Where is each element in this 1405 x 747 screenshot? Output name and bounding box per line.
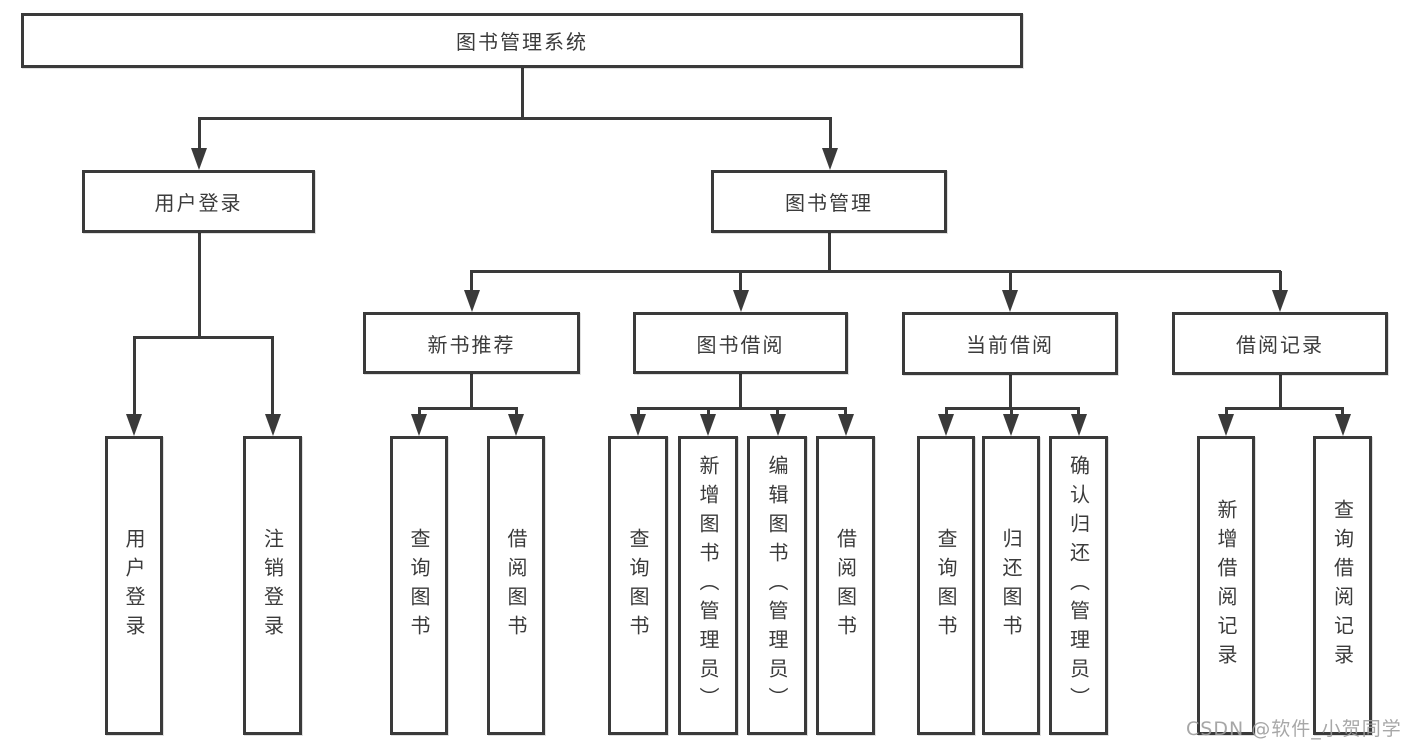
- leaf-query-borrow-record-label: 查询借阅记录: [1330, 498, 1355, 673]
- leaf-query-books-current-label: 查询图书: [934, 527, 958, 644]
- connector-drop-leaf: [1009, 408, 1013, 417]
- leaf-user-login-label: 用户登录: [122, 527, 146, 644]
- node-user-login: 用户登录: [82, 170, 315, 233]
- leaf-borrow-books: 借阅图书: [816, 436, 875, 735]
- arrow-down-icon: [732, 290, 749, 312]
- node-user-login-label: 用户登录: [154, 191, 243, 215]
- leaf-query-books-borrow: 查询图书: [608, 436, 668, 735]
- connector-drop-leaf: [1224, 408, 1228, 417]
- leaf-logout-label: 注销登录: [260, 527, 285, 644]
- connector-drop-leaf: [844, 408, 847, 417]
- connector-records-stem: [1278, 375, 1282, 409]
- leaf-query-books-recommend: 查询图书: [390, 436, 448, 735]
- arrow-down-icon: [837, 414, 854, 436]
- connector-userlogin-bus: [132, 335, 274, 339]
- connector-current-stem: [1008, 375, 1012, 409]
- arrow-down-icon: [126, 414, 142, 436]
- connector-bookmgmt-bus: [470, 269, 1281, 273]
- connector-root-bus: [197, 116, 832, 120]
- connector-drop-leaf: [776, 408, 779, 417]
- connector-drop-leaf: [636, 408, 640, 417]
- node-borrow-records-label: 借阅记录: [1236, 333, 1324, 357]
- connector-drop-leaf: [417, 408, 421, 417]
- connector-userlogin-stem: [197, 233, 201, 338]
- leaf-query-borrow-record: 查询借阅记录: [1313, 436, 1372, 735]
- arrow-down-icon: [1272, 290, 1288, 312]
- arrow-down-icon: [411, 414, 427, 436]
- arrow-down-icon: [938, 414, 954, 436]
- connector-borrow-bus: [636, 406, 847, 410]
- connector-drop-leaf: [1341, 408, 1344, 417]
- leaf-query-books-recommend-label: 查询图书: [407, 527, 431, 644]
- node-current-borrow-label: 当前借阅: [966, 333, 1054, 357]
- connector-drop-leaf: [706, 408, 710, 417]
- connector-drop-leaf: [944, 408, 948, 417]
- connector-drop-book-mgmt: [828, 118, 832, 151]
- leaf-borrow-books-recommend-label: 借阅图书: [504, 527, 528, 644]
- connector-drop-leaf: [514, 408, 518, 417]
- connector-newbook-stem: [470, 374, 473, 409]
- node-book-management-label: 图书管理: [785, 191, 873, 215]
- arrow-down-icon: [191, 148, 207, 170]
- node-new-book-recommend-label: 新书推荐: [427, 332, 516, 357]
- arrow-down-icon: [1003, 414, 1019, 436]
- connector-newbook-bus: [417, 406, 518, 410]
- connector-drop-level3: [739, 271, 742, 293]
- arrow-down-icon: [508, 414, 524, 436]
- leaf-add-book-admin-label: 新增图书（管理员）: [696, 455, 720, 716]
- connector-drop-level3: [1008, 271, 1012, 293]
- arrow-down-icon: [1218, 414, 1234, 436]
- leaf-return-books-label: 归还图书: [999, 527, 1023, 644]
- connector-bookmgmt-stem: [827, 233, 831, 272]
- node-new-book-recommend: 新书推荐: [363, 312, 580, 374]
- arrow-down-icon: [1334, 414, 1351, 436]
- arrow-down-icon: [1070, 414, 1087, 436]
- arrow-down-icon: [822, 148, 838, 170]
- leaf-logout: 注销登录: [243, 436, 302, 735]
- arrow-down-icon: [1002, 290, 1018, 312]
- connector-drop-user-login: [197, 118, 201, 151]
- node-root: 图书管理系统: [21, 13, 1023, 68]
- leaf-borrow-books-recommend: 借阅图书: [487, 436, 545, 735]
- connector-records-bus: [1224, 406, 1344, 410]
- arrow-down-icon: [463, 290, 480, 312]
- leaf-confirm-return-admin: 确认归还（管理员）: [1049, 436, 1108, 735]
- connector-drop-level3: [1278, 271, 1282, 293]
- node-current-borrow: 当前借阅: [902, 312, 1118, 375]
- node-book-borrow-label: 图书借阅: [696, 332, 785, 357]
- leaf-user-login: 用户登录: [105, 436, 163, 735]
- leaf-edit-book-admin: 编辑图书（管理员）: [747, 436, 807, 735]
- leaf-query-books-borrow-label: 查询图书: [626, 527, 650, 644]
- csdn-watermark: CSDN @软件_小贺同学: [1186, 718, 1402, 740]
- node-root-label: 图书管理系统: [456, 30, 588, 54]
- leaf-edit-book-admin-label: 编辑图书（管理员）: [765, 455, 789, 716]
- connector-drop-level3: [470, 271, 473, 293]
- connector-drop-leaf: [271, 337, 274, 417]
- leaf-confirm-return-admin-label: 确认归还（管理员）: [1066, 455, 1091, 716]
- arrow-down-icon: [630, 414, 646, 436]
- node-book-management: 图书管理: [711, 170, 947, 233]
- leaf-query-books-current: 查询图书: [917, 436, 975, 735]
- connector-drop-leaf: [1077, 408, 1080, 417]
- leaf-add-book-admin: 新增图书（管理员）: [678, 436, 738, 735]
- connector-borrow-stem: [739, 374, 742, 409]
- leaf-borrow-books-label: 借阅图书: [833, 527, 858, 644]
- connector-drop-leaf: [132, 337, 136, 417]
- node-book-borrow: 图书借阅: [633, 312, 848, 374]
- leaf-return-books: 归还图书: [982, 436, 1040, 735]
- arrow-down-icon: [700, 414, 716, 436]
- arrow-down-icon: [769, 414, 786, 436]
- leaf-add-borrow-record: 新增借阅记录: [1197, 436, 1255, 735]
- arrow-down-icon: [264, 414, 281, 436]
- leaf-add-borrow-record-label: 新增借阅记录: [1214, 498, 1238, 673]
- connector-root-stem: [520, 68, 524, 118]
- node-borrow-records: 借阅记录: [1172, 312, 1388, 375]
